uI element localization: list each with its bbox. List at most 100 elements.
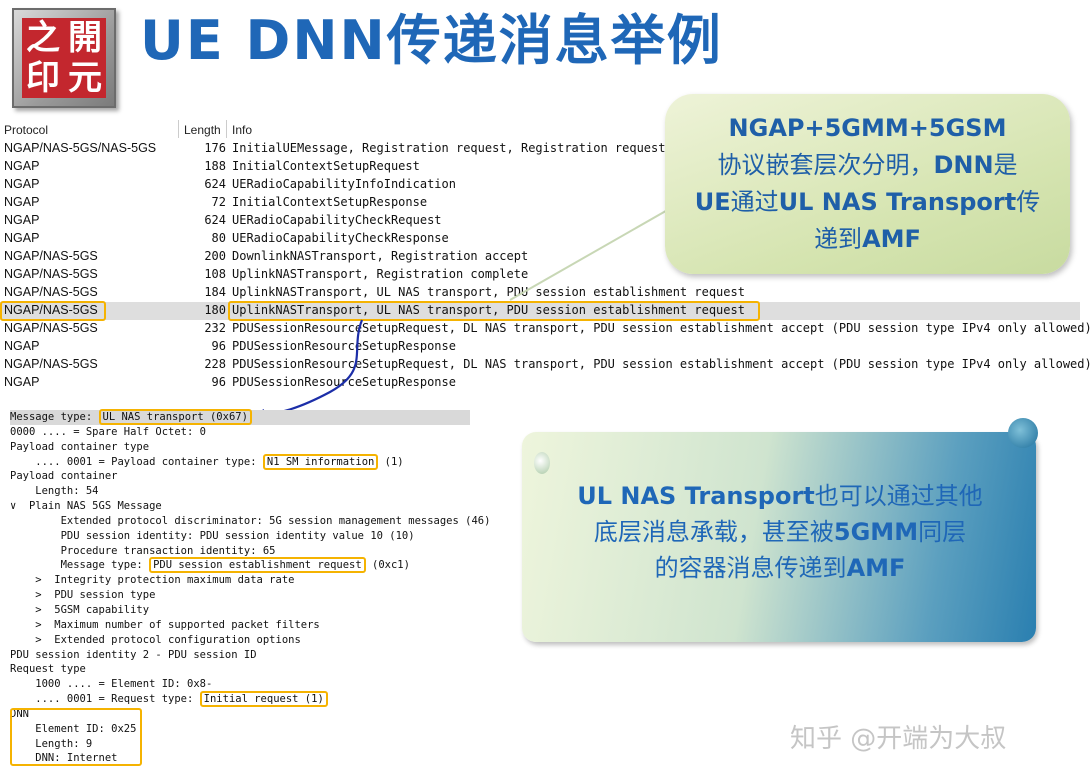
cell-length: 72 xyxy=(211,195,226,209)
cell-protocol: NGAP xyxy=(4,159,40,173)
callout-text-run: 同层 xyxy=(918,518,967,546)
detail-text: Message type: xyxy=(10,559,150,572)
callout-text: NGAP+5GMM+5GSM 协议嵌套层次分明，DNN是 UE通过UL NAS … xyxy=(675,110,1060,258)
detail-text: .... 0001 = Request type: xyxy=(10,693,200,706)
detail-line[interactable]: DNN xyxy=(10,707,29,720)
detail-line[interactable]: DNN: Internet xyxy=(10,752,118,765)
cell-protocol: NGAP/NAS-5GS xyxy=(4,249,98,263)
cell-info: DownlinkNASTransport, Registration accep… xyxy=(232,249,529,263)
cell-protocol: NGAP/NAS-5GS xyxy=(4,285,98,299)
cell-length: 180 xyxy=(204,303,226,317)
callout-text-run: 的容器消息传递到 xyxy=(654,554,847,582)
callout-line: 递到AMF xyxy=(675,221,1060,258)
cell-info: InitialUEMessage, Registration request, … xyxy=(232,141,666,155)
cell-protocol: NGAP/NAS-5GS/NAS-5GS xyxy=(4,141,157,155)
detail-line[interactable]: Extended protocol discriminator: 5G sess… xyxy=(10,514,491,527)
callout-bold-text: 5GMM xyxy=(833,518,919,546)
detail-line[interactable]: Element ID: 0x25 xyxy=(10,722,137,735)
callout-line: UE通过UL NAS Transport传 xyxy=(675,184,1060,221)
detail-line[interactable]: .... 0001 = Payload container type: N1 S… xyxy=(10,453,470,470)
detail-line[interactable]: PDU session identity: PDU session identi… xyxy=(10,529,415,542)
callout-bold-text: DNN xyxy=(933,151,994,179)
column-separator[interactable] xyxy=(226,120,227,138)
detail-line[interactable]: 1000 .... = Element ID: 0x8- xyxy=(10,678,213,691)
packet-list-header: Protocol Length Info xyxy=(0,120,1080,140)
detail-text: (1) xyxy=(378,455,404,468)
scroll-curl-icon xyxy=(1008,418,1038,448)
cell-length: 80 xyxy=(211,231,226,245)
detail-line-expander[interactable]: > Extended protocol configuration option… xyxy=(10,633,301,646)
column-separator[interactable] xyxy=(178,120,179,138)
cell-length: 108 xyxy=(204,267,226,281)
cell-length: 96 xyxy=(211,375,226,389)
table-row[interactable]: NGAP 72 InitialContextSetupResponse xyxy=(0,194,1080,212)
detail-line-expander[interactable]: > Maximum number of supported packet fil… xyxy=(10,618,320,631)
callout-text-run: 也可以通过其他 xyxy=(814,482,983,510)
table-row[interactable]: NGAP/NAS-5GS 108 UplinkNASTransport, Regis… xyxy=(0,266,1080,284)
callout-bold-text: UE xyxy=(694,188,731,216)
table-row[interactable]: NGAP/NAS-5GS 200 DownlinkNASTransport, Reg… xyxy=(0,248,1080,266)
callout-text-run: 协议嵌套层次分明， xyxy=(717,151,934,179)
detail-line[interactable]: Message type: PDU session establishment … xyxy=(10,557,470,574)
cell-info: UplinkNASTransport, UL NAS transport, PD… xyxy=(232,285,745,299)
detail-line[interactable]: 0000 .... = Spare Half Octet: 0 xyxy=(10,425,206,438)
detail-text: .... 0001 = Payload container type: xyxy=(10,455,263,468)
cell-info: UplinkNASTransport, UL NAS transport, PD… xyxy=(232,303,745,317)
cell-info: UplinkNASTransport, Registration complet… xyxy=(232,267,529,281)
callout-text-run: 通过 xyxy=(730,188,779,216)
highlight-box: N1 SM information xyxy=(262,453,379,470)
detail-line[interactable]: Message type: UL NAS transport (0x67) xyxy=(10,409,470,425)
detail-line-expander[interactable]: > 5GSM capability xyxy=(10,603,150,616)
detail-line[interactable]: Request type xyxy=(10,663,86,676)
callout-text-run: 底层消息承载，甚至被 xyxy=(593,518,834,546)
cell-length: 624 xyxy=(204,213,226,227)
callout-bold-text: AMF xyxy=(846,554,906,582)
callout-line: UL NAS Transport也可以通过其他 xyxy=(540,478,1020,514)
highlight-box: PDU session establishment request xyxy=(149,557,366,574)
detail-line-expander[interactable]: > Integrity protection maximum data rate xyxy=(10,574,295,587)
cell-info: UERadioCapabilityCheckRequest xyxy=(232,213,442,227)
column-header-length[interactable]: Length xyxy=(184,123,221,137)
callout-line: NGAP+5GMM+5GSM xyxy=(675,110,1060,147)
cell-length: 624 xyxy=(204,177,226,191)
cell-length: 200 xyxy=(204,249,226,263)
detail-line[interactable]: Length: 54 xyxy=(10,485,99,498)
watermark: 知乎 @开端为大叔 xyxy=(790,724,1007,754)
cell-protocol: NGAP xyxy=(4,375,40,389)
cell-protocol: NGAP/NAS-5GS xyxy=(4,267,98,281)
cell-protocol: NGAP xyxy=(4,195,40,209)
cell-info: PDUSessionResourceSetupResponse xyxy=(232,339,456,353)
logo-char: 印 xyxy=(26,58,60,98)
detail-line-expander[interactable]: > PDU session type xyxy=(10,589,156,602)
callout-line: 协议嵌套层次分明，DNN是 xyxy=(675,147,1060,184)
detail-line-expander[interactable]: ∨ Plain NAS 5GS Message xyxy=(10,500,162,513)
cell-info: InitialContextSetupResponse xyxy=(232,195,428,209)
cell-length: 188 xyxy=(204,159,226,173)
cell-protocol: NGAP xyxy=(4,177,40,191)
detail-line[interactable]: PDU session identity 2 - PDU session ID xyxy=(10,648,257,661)
cell-length: 228 xyxy=(204,357,226,371)
detail-line[interactable]: Length: 9 xyxy=(10,737,93,750)
detail-line[interactable]: Payload container type xyxy=(10,440,150,453)
cell-info: PDUSessionResourceSetupRequest, DL NAS t… xyxy=(232,321,1092,335)
detail-text: (0xc1) xyxy=(365,559,410,572)
detail-line[interactable]: Procedure transaction identity: 65 xyxy=(10,544,276,557)
callout-bubble: NGAP+5GMM+5GSM 协议嵌套层次分明，DNN是 UE通过UL NAS … xyxy=(665,94,1070,274)
highlight-dnn-box xyxy=(10,708,142,766)
callout-bold-text: AMF xyxy=(862,225,921,253)
detail-line[interactable]: .... 0001 = Request type: Initial reques… xyxy=(10,691,470,708)
scroll-callout-text: UL NAS Transport也可以通过其他 底层消息承载，甚至被5GMM同层… xyxy=(540,478,1020,586)
column-header-info[interactable]: Info xyxy=(232,123,253,137)
detail-line[interactable]: Payload container xyxy=(10,470,118,483)
column-header-protocol[interactable]: Protocol xyxy=(4,123,49,137)
